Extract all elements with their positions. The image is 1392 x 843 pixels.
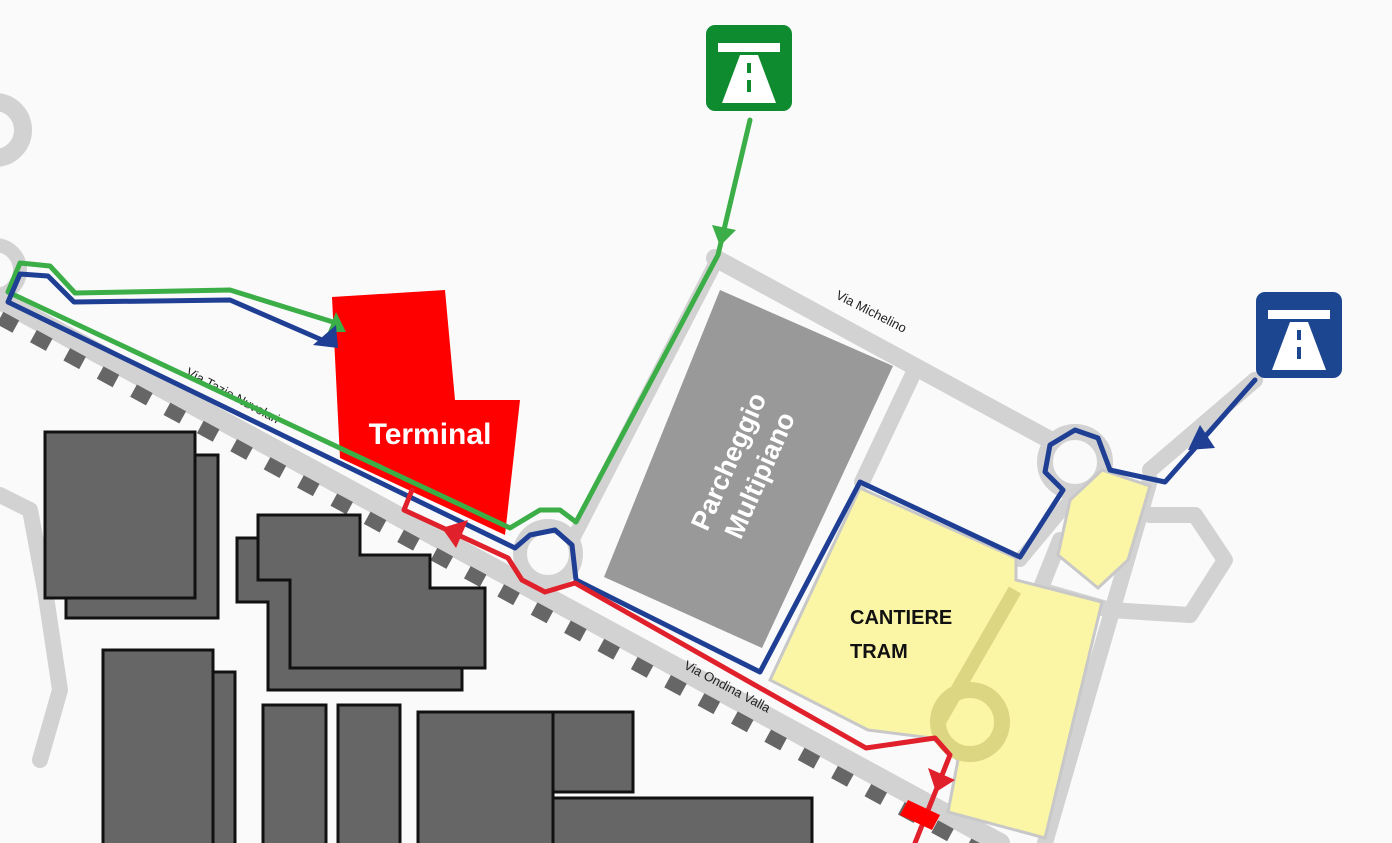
arrow-icon bbox=[442, 520, 468, 548]
buildings bbox=[43, 430, 814, 843]
arrow-icon bbox=[313, 325, 338, 348]
arrow-icon bbox=[712, 225, 736, 246]
road-closed-icon bbox=[900, 800, 940, 830]
arrow-icon bbox=[1188, 425, 1215, 450]
motorway-icon bbox=[706, 25, 792, 111]
route-blue bbox=[5, 271, 1258, 675]
cantiere-label-1: CANTIERE bbox=[850, 607, 952, 629]
route-green bbox=[5, 117, 753, 531]
arrow-icon bbox=[928, 768, 955, 792]
terminal-label: Terminal bbox=[369, 418, 492, 451]
cantiere-label-2: TRAM bbox=[850, 641, 908, 663]
motorway-icon bbox=[1256, 292, 1342, 378]
terminal-building: Terminal bbox=[332, 290, 520, 535]
arrow-icon bbox=[328, 312, 346, 332]
cantiere-tram-area: CANTIERE TRAM bbox=[768, 468, 1152, 840]
parking-multipiano: Parcheggio Multipiano bbox=[604, 290, 893, 648]
route-red bbox=[401, 487, 955, 843]
